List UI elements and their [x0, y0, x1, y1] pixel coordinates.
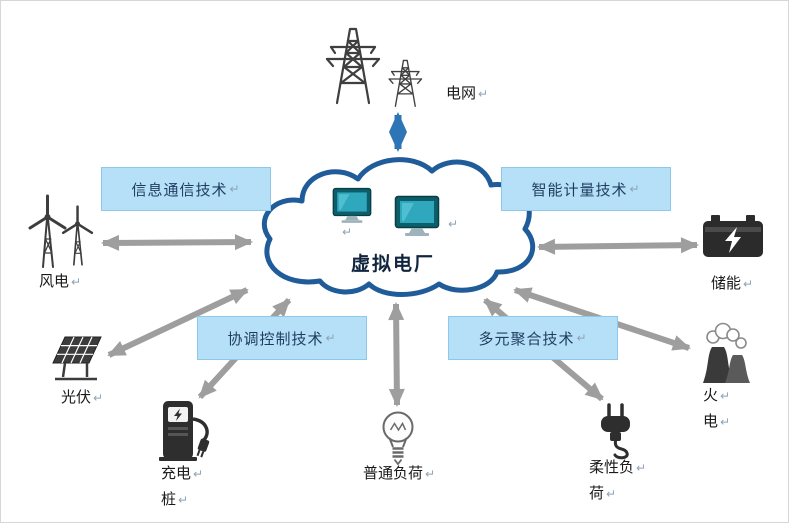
plug-icon [591, 403, 643, 461]
paragraph-mark: ↵ [636, 461, 647, 475]
arrow-storage [537, 237, 699, 255]
grid-label-text: 电网 [446, 85, 477, 102]
tech-box-multi-aggregation: 多元聚合技术↵ [448, 316, 618, 360]
paragraph-mark: ↵ [720, 415, 731, 429]
tech-box-label: 协调控制技术 [227, 330, 324, 348]
flexible-load-label-line1: 柔性负 [589, 459, 635, 476]
arrow-ordinary-load [388, 302, 405, 407]
ordinary-load-label: 普通负荷↵ [363, 461, 435, 487]
battery-icon [701, 213, 765, 259]
tech-box-coordinated-control: 协调控制技术↵ [197, 316, 367, 360]
charging-pile-label: 充电↵ 桩↵ [161, 461, 203, 513]
storage-label: 储能↵ [711, 271, 753, 297]
thermal-plant-icon [695, 319, 753, 385]
ordinary-load-label-text: 普通负荷 [363, 465, 424, 482]
tech-box-smart-metering: 智能计量技术↵ [501, 167, 671, 211]
paragraph-mark: ↵ [478, 87, 489, 101]
paragraph-mark: ↵ [178, 493, 189, 507]
paragraph-mark: ↵ [743, 277, 754, 291]
tech-box-label: 智能计量技术 [531, 181, 628, 199]
charging-pile-icon [157, 399, 213, 463]
solar-panel-icon [43, 329, 105, 385]
wind-label: 风电↵ [39, 269, 81, 295]
wind-turbine-icon [23, 191, 103, 271]
paragraph-mark: ↵ [629, 182, 641, 196]
power-grid-icon [321, 17, 441, 111]
grid-label: 电网↵ [446, 81, 488, 107]
paragraph-mark: ↵ [193, 467, 204, 481]
tech-box-info-communication: 信息通信技术↵ [101, 167, 271, 211]
storage-label-text: 储能 [711, 275, 742, 292]
paragraph-mark: ↵ [425, 467, 436, 481]
monitor-icon [332, 187, 372, 224]
paragraph-mark: ↵ [325, 331, 337, 345]
flexible-load-label: 柔性负↵ 荷↵ [589, 455, 646, 507]
arrow-wind [101, 234, 253, 251]
pv-label-text: 光伏 [61, 389, 92, 406]
thermal-label: 火↵ 电↵ [703, 383, 730, 435]
paragraph-mark: ↵ [342, 225, 353, 239]
tech-box-label: 信息通信技术 [131, 181, 228, 199]
paragraph-mark: ↵ [229, 182, 241, 196]
charging-pile-label-line1: 充电 [161, 465, 192, 482]
monitor-icon [394, 195, 440, 237]
paragraph-mark: ↵ [71, 275, 82, 289]
flexible-load-label-line2: 荷 [589, 485, 605, 502]
tech-box-label: 多元聚合技术 [478, 330, 575, 348]
pv-label: 光伏↵ [61, 385, 103, 411]
cloud-shape [261, 157, 536, 297]
paragraph-mark: ↵ [448, 217, 459, 231]
virtual-power-plant-title: 虚拟电厂 [350, 254, 435, 275]
virtual-power-plant-cloud: ↵ ↵ 虚拟电厂 [248, 151, 538, 303]
paragraph-mark: ↵ [720, 389, 731, 403]
charging-pile-label-line2: 桩 [161, 491, 177, 508]
thermal-label-line2: 电 [703, 413, 719, 430]
thermal-label-line1: 火 [703, 387, 719, 404]
paragraph-mark: ↵ [576, 331, 588, 345]
paragraph-mark: ↵ [606, 487, 617, 501]
wind-label-text: 风电 [39, 273, 70, 290]
light-bulb-icon [375, 409, 421, 467]
paragraph-mark: ↵ [93, 391, 104, 405]
